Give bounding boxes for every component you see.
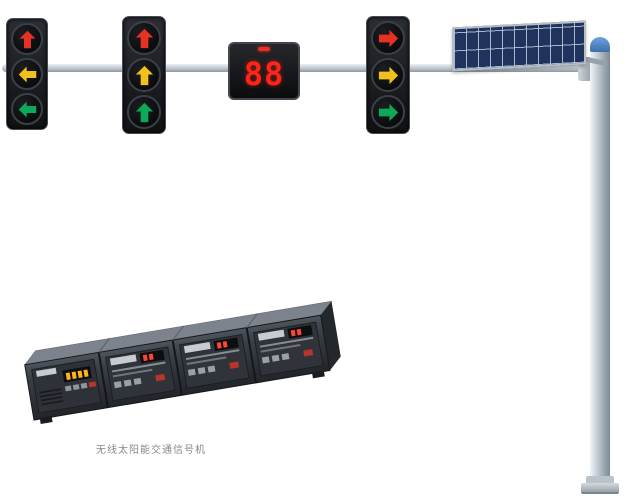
- module-label-strip: [183, 341, 211, 354]
- led-digit: [222, 341, 228, 348]
- right-signal-head: [366, 16, 410, 134]
- controller-main-module: [31, 358, 102, 414]
- center-signal-head: [122, 16, 166, 134]
- green-arrow-lens: [371, 95, 405, 129]
- led-digit: [216, 342, 222, 349]
- button-row: [64, 382, 88, 392]
- module-label-strip: [109, 354, 137, 366]
- panel-line: [259, 336, 314, 348]
- product-caption: 无线太阳能交通信号机: [96, 445, 206, 456]
- panel-line: [111, 361, 166, 373]
- cabinet-body: [24, 300, 341, 424]
- right-arrow-icon: [378, 29, 398, 47]
- led-digit: [65, 372, 71, 381]
- right-arrow-icon: [378, 66, 398, 84]
- panel-line: [112, 368, 153, 378]
- yellow-arrow-lens: [371, 58, 405, 92]
- cabinet-foot: [311, 370, 325, 379]
- red-button: [229, 361, 240, 369]
- led-digit: [148, 353, 154, 361]
- yellow-arrow-lens: [11, 58, 43, 90]
- panel-line: [185, 349, 240, 361]
- yellow-arrow-lens: [127, 58, 161, 92]
- module-label-strip: [257, 329, 285, 341]
- up-arrow-icon: [135, 28, 153, 48]
- red-button: [155, 373, 166, 382]
- led-digit: [77, 370, 83, 379]
- right-arrow-icon: [378, 103, 398, 121]
- left-arrow-icon: [18, 101, 36, 117]
- led-digit: [296, 328, 302, 336]
- pole-base-flange: [586, 476, 614, 484]
- cabinet-right-face: [320, 301, 341, 371]
- left-signal-head: [6, 18, 48, 130]
- countdown-indicator-lamp: [258, 47, 270, 51]
- cabinet-foot: [39, 416, 53, 424]
- led-digit: [71, 371, 77, 380]
- panel-line: [186, 356, 227, 365]
- red-arrow-lens: [11, 23, 43, 55]
- red-button: [88, 381, 97, 388]
- vent-grille: [39, 388, 64, 406]
- up-arrow-icon: [135, 102, 153, 122]
- driver-module: [253, 321, 324, 377]
- controller-cabinet: [24, 300, 341, 424]
- led-digit: [83, 369, 89, 378]
- panel-line: [260, 344, 301, 353]
- red-button: [303, 349, 314, 357]
- pole-base-plate: [581, 483, 619, 494]
- left-arrow-icon: [18, 66, 36, 82]
- driver-module: [105, 346, 176, 402]
- button-row: [187, 365, 216, 376]
- up-arrow-icon: [19, 30, 35, 48]
- countdown-digits: 88: [243, 54, 285, 93]
- up-arrow-icon: [135, 65, 153, 85]
- green-arrow-lens: [11, 93, 43, 125]
- module-seams: [97, 327, 257, 408]
- driver-module: [179, 333, 250, 389]
- vertical-pole: [590, 50, 610, 480]
- red-arrow-lens: [371, 21, 405, 55]
- countdown-display: 88: [228, 42, 300, 100]
- led-digit: [290, 329, 296, 337]
- green-arrow-lens: [127, 95, 161, 129]
- red-arrow-lens: [127, 21, 161, 55]
- top-seams: [98, 313, 258, 353]
- led-digit: [142, 354, 148, 362]
- module-label-strip: [35, 367, 57, 377]
- pole-cap: [590, 37, 610, 52]
- button-row: [261, 353, 290, 364]
- button-row: [113, 377, 142, 389]
- solar-panel: [452, 20, 586, 72]
